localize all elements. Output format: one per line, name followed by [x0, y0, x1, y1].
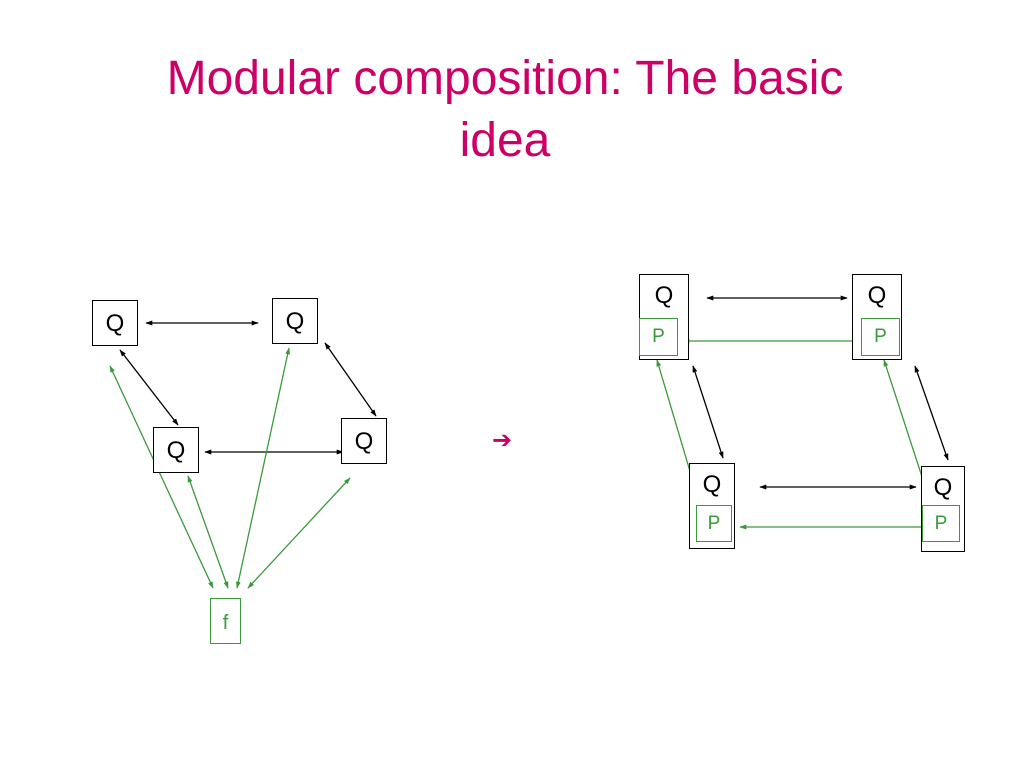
- right-p-top-left-node: P: [639, 318, 678, 356]
- node-label: Q: [105, 310, 125, 337]
- node-label: Q: [867, 282, 887, 309]
- edge-f-to-q-top-left: [109, 365, 214, 589]
- node-label: Q: [354, 428, 374, 455]
- title-line-1: Modular composition: The basic: [166, 52, 844, 105]
- node-label: Q: [654, 282, 674, 309]
- left-q-top-left-node: Q: [92, 300, 138, 346]
- node-label: Q: [285, 308, 305, 335]
- edge-r-q-top-left-to-q-bottom-left: [692, 365, 724, 459]
- p-label: P: [652, 326, 665, 347]
- left-q-middle-right-node: Q: [341, 418, 387, 464]
- edge-q-top-right-to-q-middle-right: [324, 342, 377, 417]
- right-p-bottom-left-node: P: [696, 505, 732, 542]
- node-label: Q: [166, 437, 186, 464]
- left-q-middle-left-node: Q: [153, 427, 199, 473]
- edge-f-to-q-middle-right: [247, 477, 351, 589]
- left-q-top-right-node: Q: [272, 298, 318, 344]
- right-p-top-right-node: P: [861, 318, 900, 356]
- f-node-label: f: [222, 612, 229, 634]
- p-label: P: [874, 326, 887, 347]
- node-label: Q: [702, 471, 722, 498]
- right-black-edges: [692, 295, 949, 490]
- edge-r-q-top-right-to-q-bottom-right: [914, 365, 949, 461]
- implies-arrow-icon: ➔: [492, 426, 513, 454]
- node-label: Q: [933, 474, 953, 501]
- edge-q-top-left-to-q-middle-left: [119, 349, 179, 426]
- slide-title: Modular composition: The basic idea: [90, 48, 920, 172]
- title-line-2: idea: [459, 114, 551, 167]
- right-p-bottom-right-node: P: [922, 505, 960, 542]
- left-green-edges: [109, 347, 351, 589]
- p-label: P: [707, 513, 721, 534]
- edge-f-to-q-top-right: [235, 347, 291, 589]
- p-label: P: [934, 513, 948, 534]
- edge-f-to-q-middle-left: [187, 475, 229, 589]
- f-node: f: [210, 598, 241, 644]
